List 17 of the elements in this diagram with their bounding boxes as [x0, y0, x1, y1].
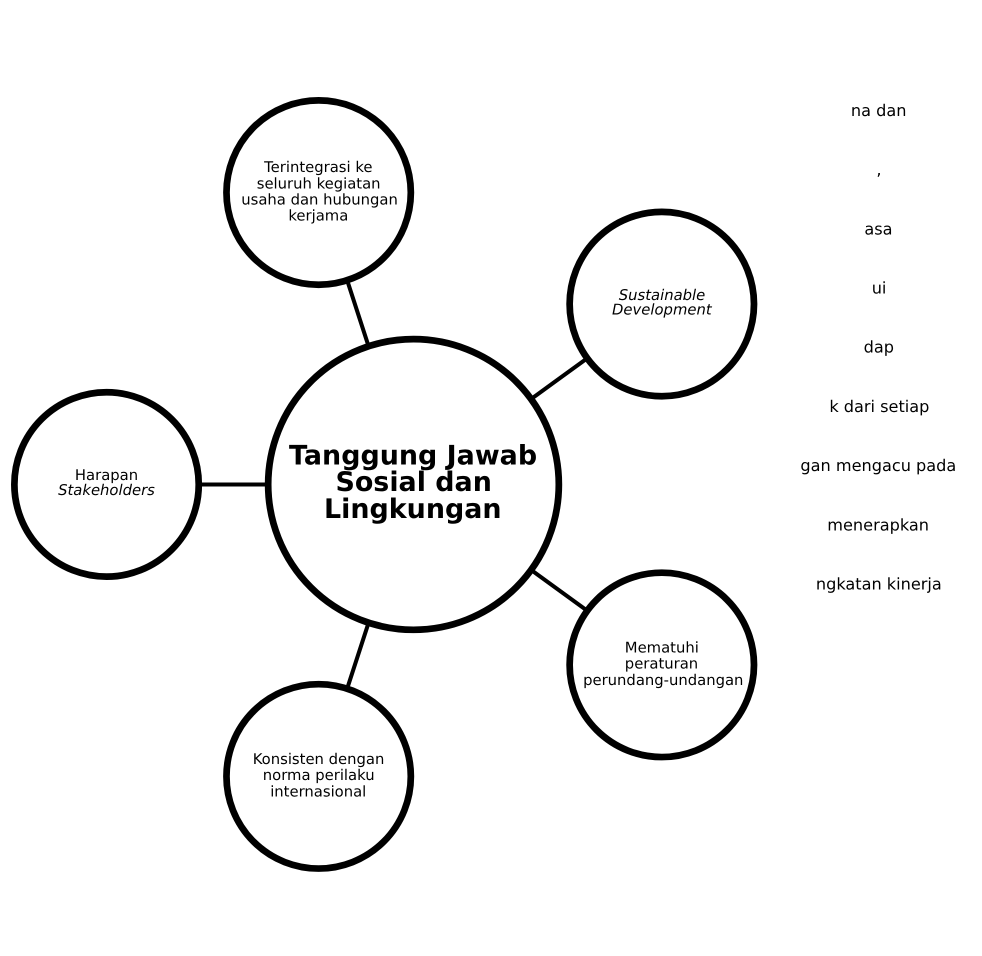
connector: [344, 280, 370, 347]
label: k dari setiap: [828, 396, 929, 416]
node-circle: Mematuhi peraturan perundang-undangan: [566, 569, 757, 760]
label: na dan: [850, 100, 906, 120]
connector: [344, 622, 370, 690]
label: ngkatan kinerja: [815, 574, 942, 594]
label: asa: [864, 219, 892, 238]
node-circle: Sustainable Development: [566, 208, 757, 400]
label: menerapkan: [826, 515, 928, 534]
label: dap: [863, 338, 894, 357]
node-circle: Terintegrasi ke seluruh kegiatan usaha dan hubungan kerjama: [222, 97, 414, 288]
label: ui: [871, 278, 886, 298]
node-circle: Harapan Stakeholders: [10, 388, 202, 580]
label: gan mengacu pada: [800, 456, 956, 476]
label: ,: [876, 160, 882, 180]
node-circle: Tanggung Jawab Sosial dan Lingkungan: [264, 336, 562, 634]
node-circle: Konsisten dengan norma perilaku internasional: [222, 680, 414, 872]
